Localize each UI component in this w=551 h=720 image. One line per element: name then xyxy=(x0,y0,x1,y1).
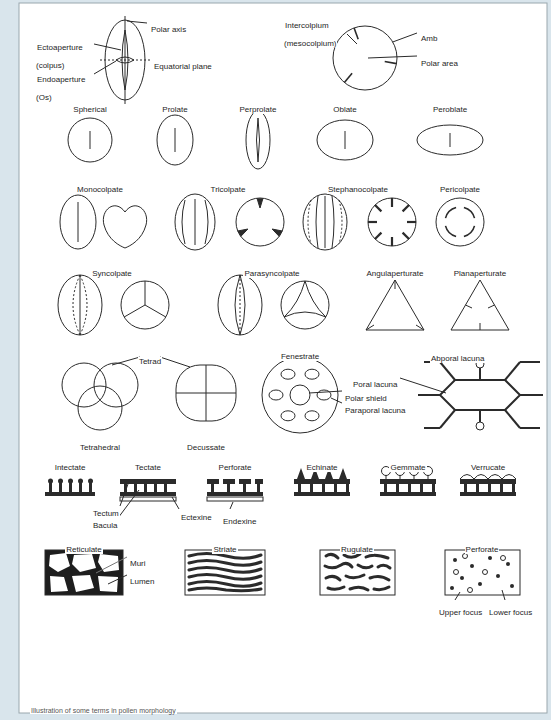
term-label: Intercolpium (mesocolpium) xyxy=(284,21,337,48)
term-label: Oblate xyxy=(332,105,358,114)
label-slot: Muri xyxy=(129,552,147,570)
term-label: Endexine xyxy=(222,517,257,526)
label-slot: Tectum xyxy=(92,502,120,520)
term-label: Monocolpate xyxy=(76,185,124,194)
label-slot: Peroblate xyxy=(432,98,468,116)
label-slot: Bacula xyxy=(92,514,118,532)
label-slot: Angulaperturate xyxy=(366,262,425,280)
label-slot: Prolate xyxy=(161,98,188,116)
term-label: Polar axis xyxy=(150,25,187,34)
label-slot: Equatorial plane xyxy=(153,55,213,73)
term-label: Peroblate xyxy=(432,105,468,114)
label-slot: Parasyncolpate xyxy=(243,262,300,280)
label-slot: Rugulate xyxy=(340,538,374,556)
term-label: Lumen xyxy=(129,577,155,586)
label-slot: Pericolpate xyxy=(439,178,481,196)
term-label: Tetrad xyxy=(138,357,162,366)
term-label: Bacula xyxy=(92,521,118,530)
term-label: Ectexine xyxy=(180,513,213,522)
label-slot: Lower focus xyxy=(488,601,533,619)
term-label: Perforate xyxy=(218,463,253,472)
term-label: Tetrahedral xyxy=(79,443,121,452)
label-slot: Lumen xyxy=(129,570,155,588)
label-slot: Perforate xyxy=(465,538,500,556)
label-slot: Planaperturate xyxy=(453,262,507,280)
label-slot: Endoaperture (Os) xyxy=(36,68,92,104)
label-slot: Echinate xyxy=(305,456,338,474)
term-label: Echinate xyxy=(305,463,338,472)
label-slot: Verrucate xyxy=(470,456,506,474)
label-slot: Reticulate xyxy=(65,538,103,556)
label-slot: Endexine xyxy=(222,510,257,528)
label-slot: Syncolpate xyxy=(91,262,133,280)
term-label: Prolate xyxy=(161,105,188,114)
term-label: Rugulate xyxy=(340,545,374,554)
term-label: Pericolpate xyxy=(439,185,481,194)
term-label: Syncolpate xyxy=(91,269,133,278)
label-slot: Tectate xyxy=(134,456,162,474)
term-label: Poral lacuna xyxy=(352,380,398,389)
label-slot: Tetrahedral xyxy=(79,436,121,454)
term-label: Decussate xyxy=(186,443,226,452)
term-label: Verrucate xyxy=(470,463,506,472)
label-slot: Paraporal lacuna xyxy=(344,399,406,417)
label-slot: Polar area xyxy=(420,52,459,70)
label-slot: Intercolpium (mesocolpium) xyxy=(284,14,344,50)
term-label: Amb xyxy=(420,34,438,43)
label-slot: Upper focus xyxy=(438,601,483,619)
term-label: Reticulate xyxy=(65,545,103,554)
term-label: Perforate xyxy=(465,545,500,554)
term-label: Angulaperturate xyxy=(366,269,425,278)
label-slot: Oblate xyxy=(332,98,358,116)
label-slot: Fenestrate xyxy=(280,345,320,363)
term-label: Equatorial plane xyxy=(153,62,213,71)
term-label: Spherical xyxy=(72,105,107,114)
label-slot: Stephanocolpate xyxy=(327,178,389,196)
term-label: Tectum xyxy=(92,509,120,518)
label-slot: Tricolpate xyxy=(210,178,247,196)
term-label: Lower focus xyxy=(488,608,533,617)
term-label: Polar shield xyxy=(344,394,388,403)
label-slot: Perforate xyxy=(218,456,253,474)
label-slot: Striate xyxy=(212,538,237,556)
figure-caption: Illustration of some terms in pollen mor… xyxy=(30,707,177,714)
term-label: Intectate xyxy=(54,463,87,472)
label-slot: Poral lacuna xyxy=(352,373,398,391)
label-slot: Decussate xyxy=(186,436,226,454)
label-slot: Monocolpate xyxy=(76,178,124,196)
label-slot: Polar axis xyxy=(150,18,187,36)
term-label: Gemmate xyxy=(389,463,426,472)
label-slot: Illustration of some terms in pollen mor… xyxy=(30,699,177,717)
term-label: Paraporal lacuna xyxy=(344,406,406,415)
term-label: Abporal lacuna xyxy=(430,354,485,363)
label-slot: Gemmate xyxy=(389,456,426,474)
term-label: Muri xyxy=(129,559,147,568)
label-slot: Abporal lacuna xyxy=(430,347,485,365)
term-label: Perprolate xyxy=(239,105,278,114)
term-label: Tectate xyxy=(134,463,162,472)
label-slot: Tetrad xyxy=(138,350,162,368)
term-label: Upper focus xyxy=(438,608,483,617)
term-label: Striate xyxy=(212,545,237,554)
label-slot: Ectexine xyxy=(180,506,213,524)
term-label: Tricolpate xyxy=(210,185,247,194)
term-label: Ectoaperture (colpus) xyxy=(36,43,83,70)
label-slot: Polar shield xyxy=(344,387,388,405)
label-slot: Intectate xyxy=(54,456,87,474)
term-label: Planaperturate xyxy=(453,269,507,278)
term-label: Endoaperture (Os) xyxy=(36,75,85,102)
term-label: Polar area xyxy=(420,59,459,68)
label-slot: Ectoaperture (colpus) xyxy=(36,36,92,72)
term-label: Stephanocolpate xyxy=(327,185,389,194)
label-slot: Spherical xyxy=(72,98,107,116)
label-slot: Perprolate xyxy=(239,98,278,116)
label-slot: Amb xyxy=(420,27,438,45)
term-label: Parasyncolpate xyxy=(243,269,300,278)
term-label: Fenestrate xyxy=(280,352,320,361)
